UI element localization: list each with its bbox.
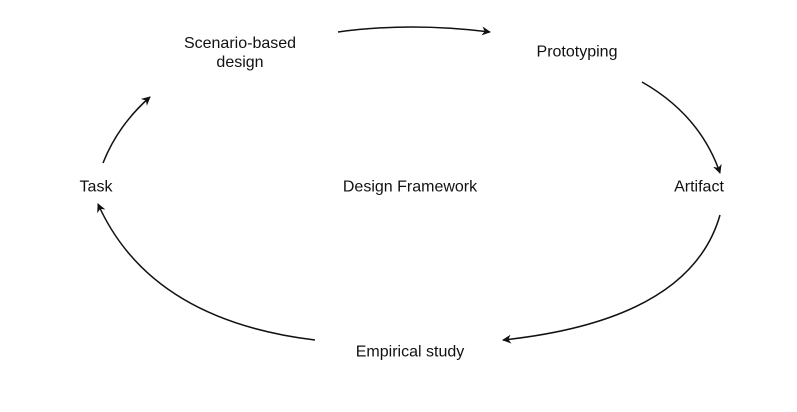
node-prototyping: Prototyping [536,43,618,61]
node-scenario-based-design: Scenario-based design [184,34,296,72]
center-label-design-framework: Design Framework [342,178,478,196]
arrow-empirical-to-task [97,203,316,341]
node-empirical-study: Empirical study [355,343,465,361]
arrow-prototyping-to-artifact [641,81,722,174]
arrow-artifact-to-empirical [502,214,721,344]
arrow-scenario-to-prototyping [337,26,491,36]
node-scenario-line-2: design [216,54,264,71]
node-task: Task [79,178,113,196]
node-scenario-line-1: Scenario-based [183,35,297,52]
node-artifact: Artifact [674,178,724,196]
arrow-task-to-scenario [102,96,151,164]
